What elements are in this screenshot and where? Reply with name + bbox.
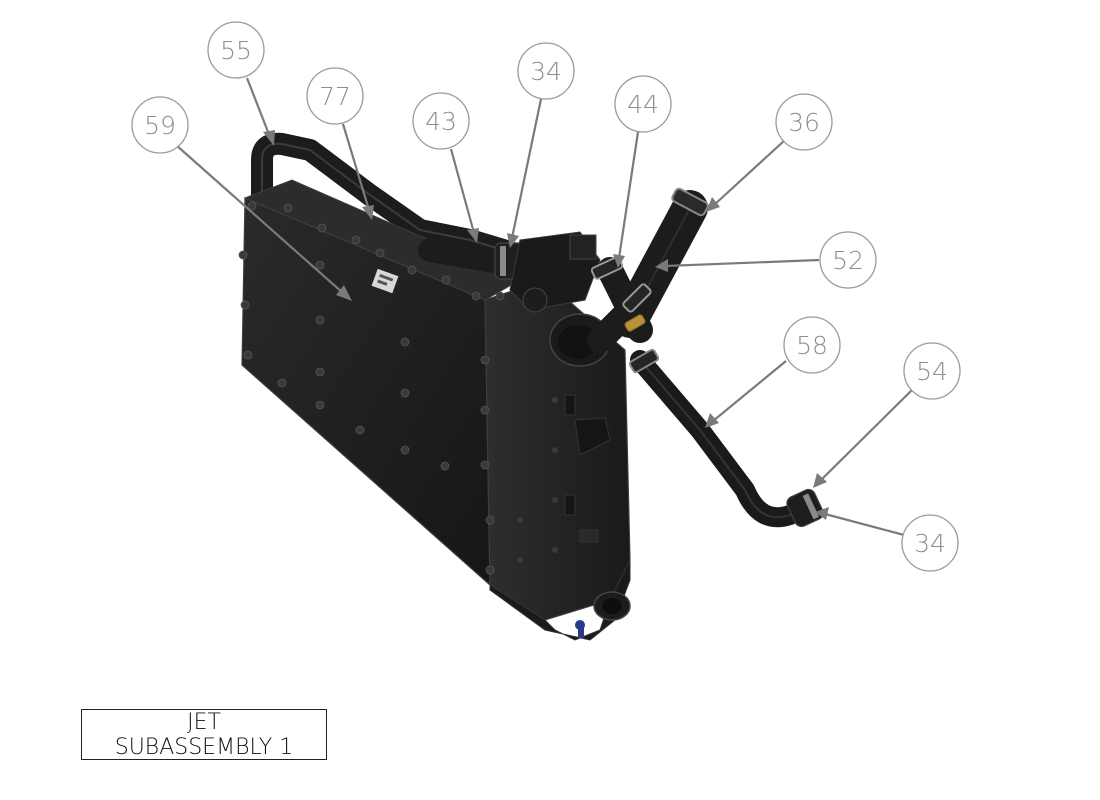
balloon-label: 59: [144, 111, 176, 140]
balloon-label: 55: [220, 36, 252, 65]
balloon-label: 44: [627, 90, 659, 119]
balloon-52: 52: [819, 231, 877, 289]
balloon-label: 36: [788, 108, 820, 137]
front-plate-bolts: [238, 201, 505, 575]
balloon-label: 43: [425, 107, 457, 136]
block-bottom-step: [489, 559, 631, 641]
balloon-label: 52: [832, 246, 864, 275]
balloon-54: 54: [903, 342, 961, 400]
title-block: JET SUBASSEMBLY 1: [81, 709, 327, 760]
balloon-44: 44: [614, 75, 672, 133]
balloon-label: 34: [530, 57, 562, 86]
balloon-77: 77: [306, 67, 364, 125]
hose-58: [630, 350, 815, 528]
balloon-label: 77: [319, 82, 351, 111]
brass-fitting: [624, 314, 646, 332]
title-line-1: JET: [187, 710, 221, 735]
balloon-59: 59: [131, 96, 189, 154]
leader-lines: [175, 77, 913, 537]
clamp-36: [671, 187, 709, 217]
balloon-34-top: 34: [517, 42, 575, 100]
balloon-43: 43: [412, 92, 470, 150]
balloon-label: 58: [796, 331, 828, 360]
side-features: [564, 394, 611, 543]
balloon-label: 34: [914, 529, 946, 558]
balloon-58: 58: [783, 316, 841, 374]
balloon-label: 54: [916, 357, 948, 386]
label-sticker: [371, 268, 399, 294]
balloon-34-bottom: 34: [901, 514, 959, 572]
blue-fitting: [575, 620, 585, 630]
title-line-2: SUBASSEMBLY 1: [114, 735, 294, 760]
top-fitting-cluster: [418, 231, 601, 313]
balloon-36: 36: [775, 93, 833, 151]
balloon-55: 55: [207, 21, 265, 79]
jet-subassembly-part: [238, 132, 824, 641]
